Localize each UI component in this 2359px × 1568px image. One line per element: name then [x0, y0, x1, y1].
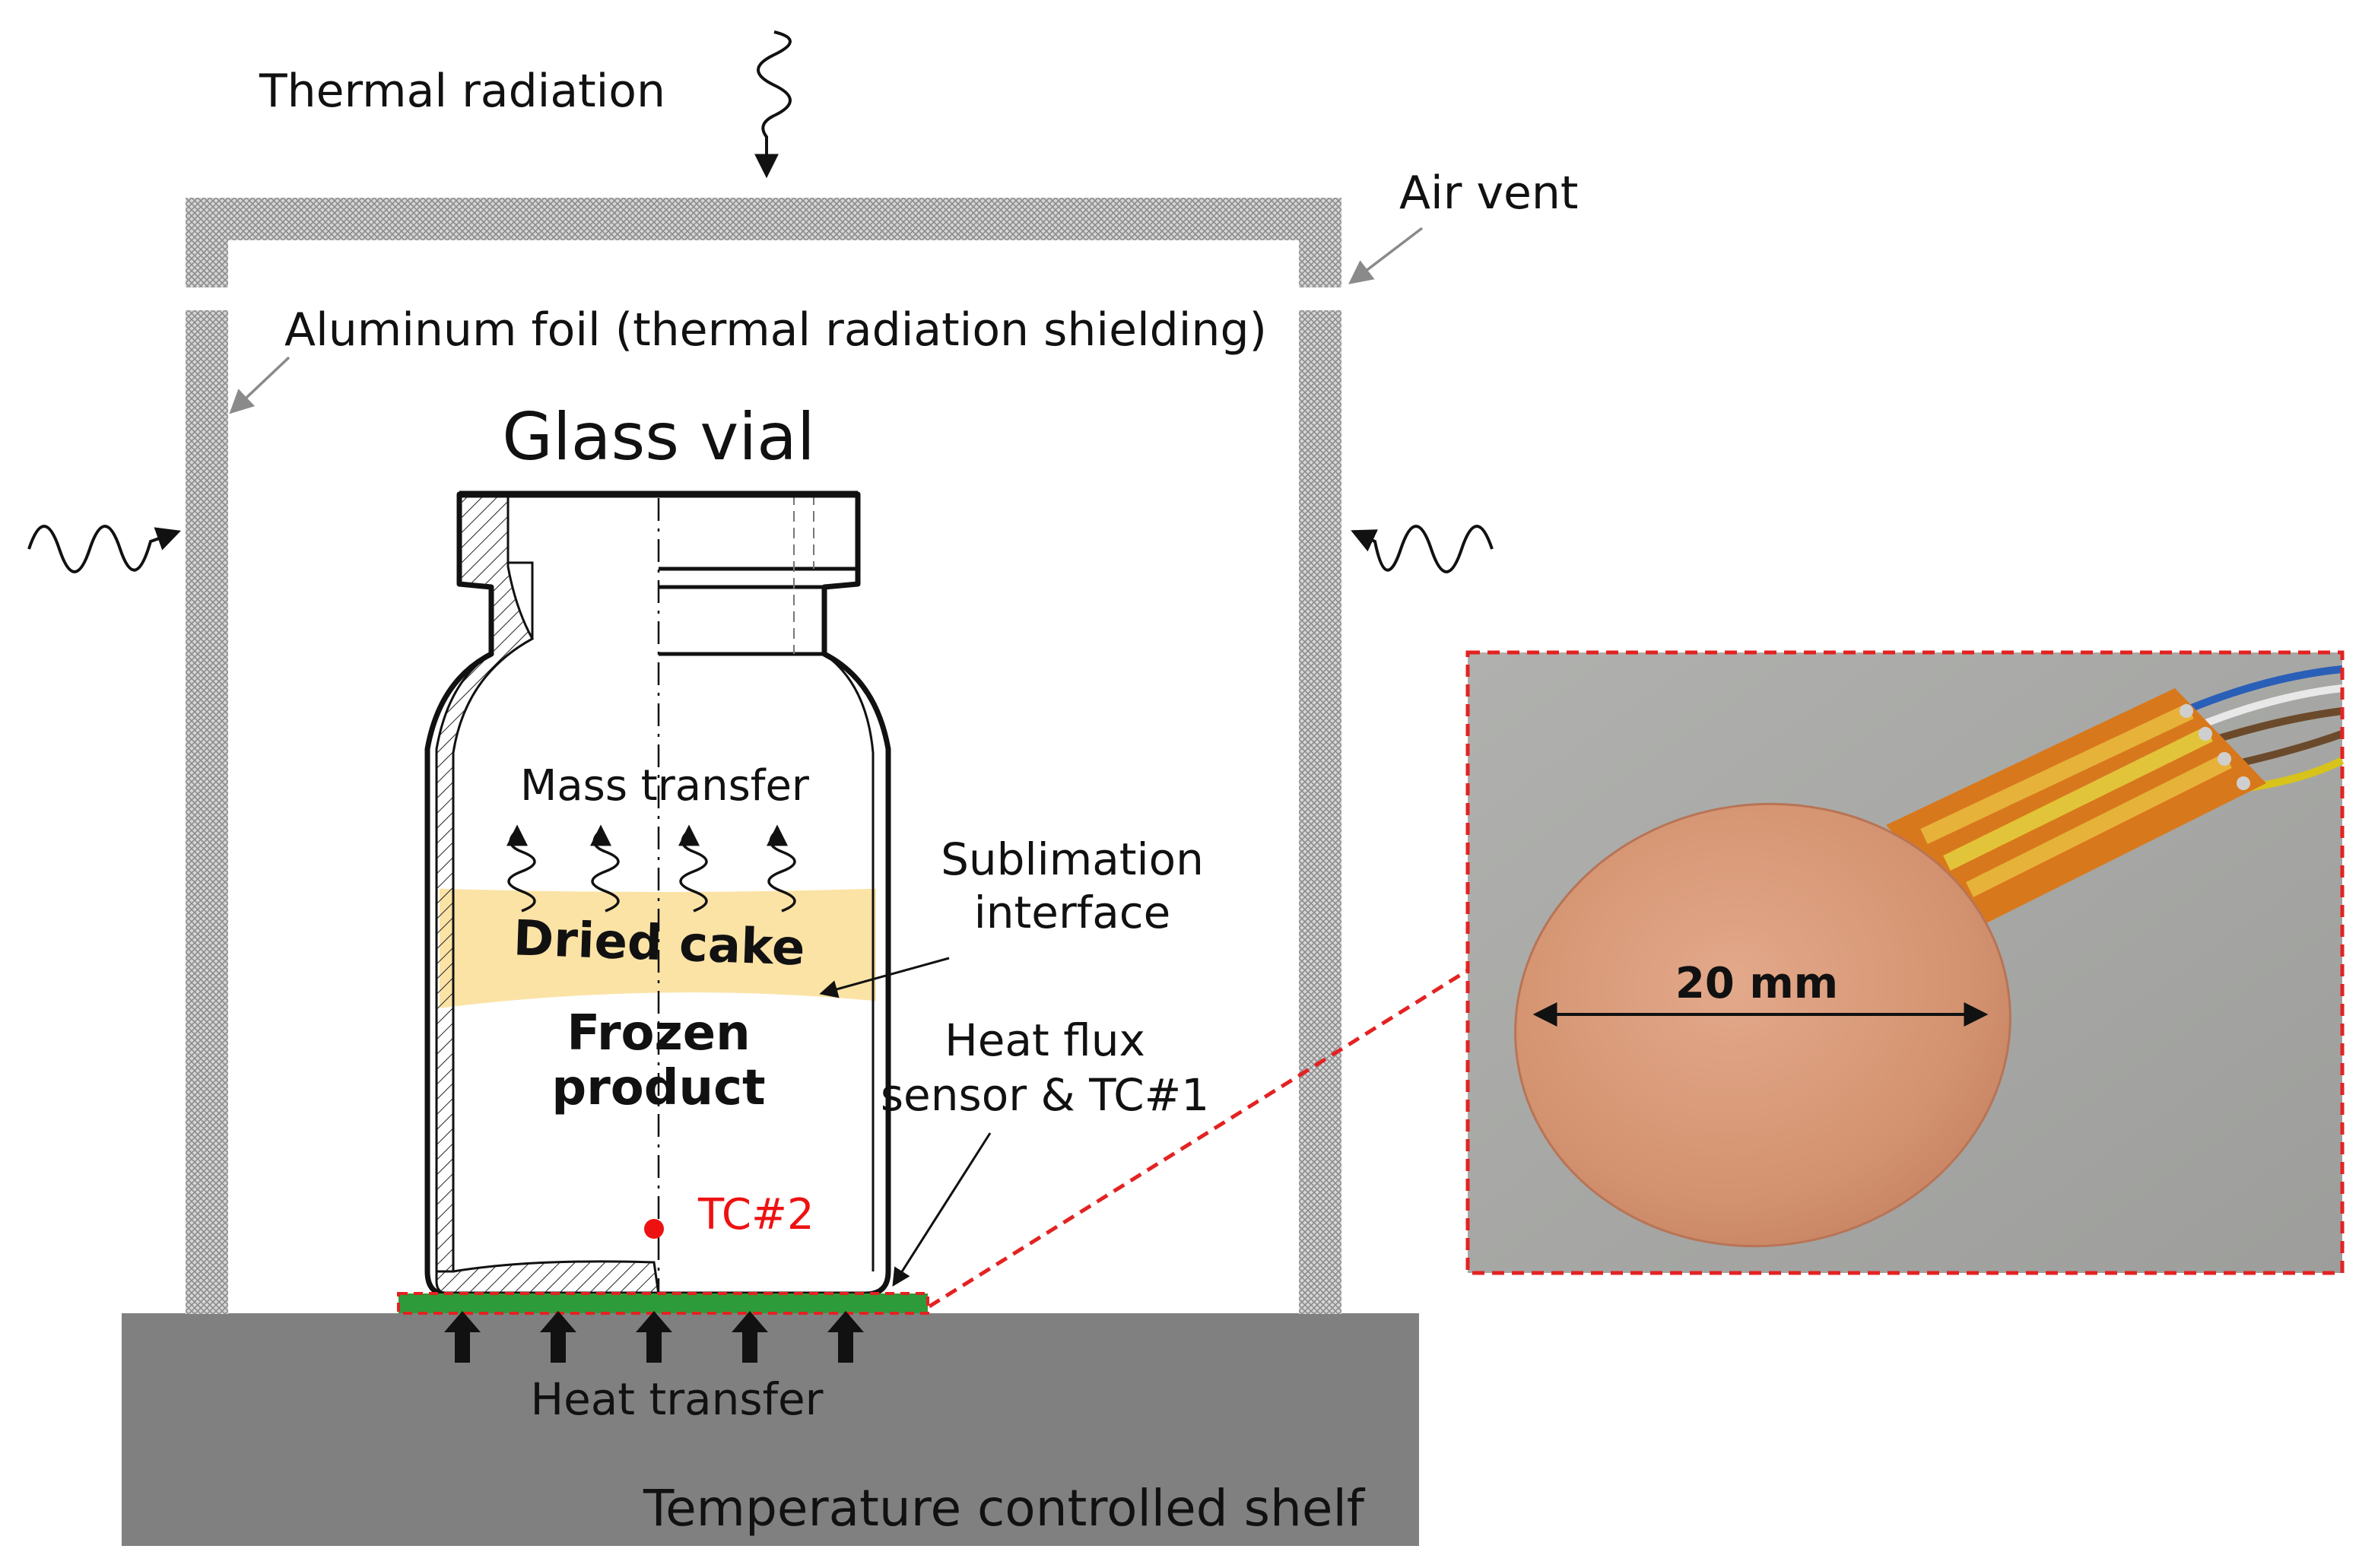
up-arrow-icon — [732, 1311, 768, 1363]
up-arrow-icon — [444, 1311, 481, 1363]
dried-cake-label: Dried cake — [513, 910, 806, 976]
dried-cake-layer — [440, 888, 876, 1010]
heat-flux-label-line1: Heat flux — [945, 1014, 1145, 1066]
foil-right-wall — [1299, 310, 1341, 1314]
heat-flux-sensor-pointer — [892, 1132, 992, 1287]
temperature-controlled-shelf — [122, 1313, 1419, 1546]
glass-vial-label: Glass vial — [502, 399, 815, 475]
sensor-photo-callout — [1465, 650, 2345, 1275]
frozen-product-label-line1: Frozen — [567, 1005, 750, 1062]
tc2-label: TC#2 — [697, 1190, 814, 1239]
heat-transfer-label: Heat transfer — [530, 1373, 823, 1425]
callout-connector — [928, 968, 1469, 1309]
aluminum-foil-label: Aluminum foil (thermal radiation shieldi… — [284, 303, 1267, 357]
sublimation-interface-label-line1: Sublimation — [941, 833, 1204, 885]
heat-flux-sensor — [397, 1292, 929, 1315]
wavy-arrow-icon — [1351, 525, 1494, 573]
wavy-arrow-icon — [27, 525, 182, 573]
up-arrow-icon — [636, 1311, 672, 1363]
foil-right-upper — [1299, 240, 1341, 287]
heat-flux-label-line2: sensor & TC#1 — [881, 1069, 1209, 1121]
scale-label: 20 mm — [1675, 959, 1838, 1008]
aluminum-foil-enclosure — [186, 198, 1341, 1314]
heat-transfer-arrows — [444, 1311, 864, 1363]
foil-left-upper — [186, 240, 228, 287]
foil-top — [186, 198, 1341, 240]
mass-transfer-label: Mass transfer — [520, 761, 810, 811]
up-arrow-icon — [540, 1311, 576, 1363]
wavy-up-arrow-icon — [590, 824, 620, 913]
frozen-product-label-line2: product — [551, 1060, 765, 1116]
sublimation-interface-pointer — [819, 957, 950, 998]
tc2-marker — [644, 1219, 664, 1239]
wavy-up-arrow-icon — [767, 824, 796, 913]
shelf-label: Temperature controlled shelf — [643, 1479, 1366, 1538]
sublimation-interface-label-line2: interface — [974, 887, 1171, 938]
up-arrow-icon — [827, 1311, 864, 1363]
air-vent-label: Air vent — [1399, 167, 1578, 220]
thermal-radiation-label: Thermal radiation — [259, 65, 665, 118]
air-vent-pointer — [1348, 227, 1424, 284]
wavy-arrow-icon — [754, 30, 792, 179]
wavy-up-arrow-icon — [506, 824, 536, 913]
wavy-up-arrow-icon — [678, 824, 708, 913]
glass-vial — [424, 490, 891, 1297]
foil-left-wall — [186, 310, 228, 1314]
aluminum-foil-pointer — [229, 356, 291, 414]
